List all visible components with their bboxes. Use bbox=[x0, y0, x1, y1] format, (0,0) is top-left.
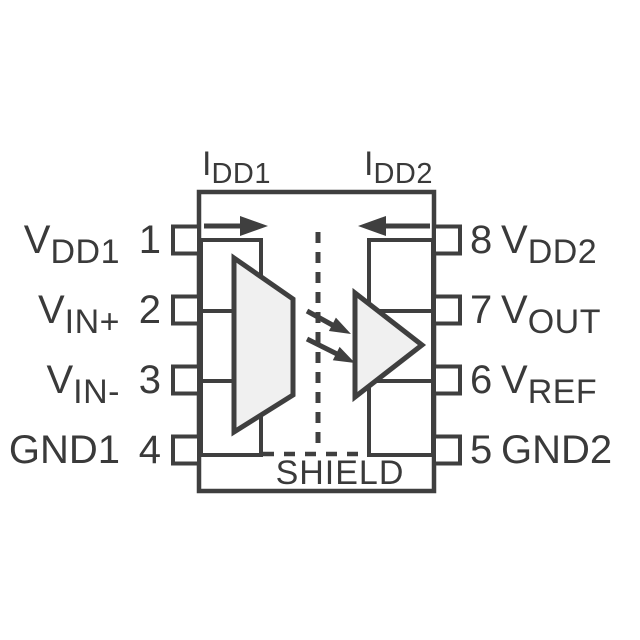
pin-1-box bbox=[171, 224, 201, 256]
pin-number-2: 2 bbox=[138, 288, 161, 332]
pin-row-gnd2: 5 GND2 bbox=[0, 425, 640, 475]
pin-name-main: V bbox=[501, 358, 528, 402]
pin-name-main: V bbox=[46, 358, 74, 402]
pin-4-box bbox=[171, 434, 201, 466]
pin-name-gnd1: GND1 bbox=[9, 425, 120, 477]
pin-5-box bbox=[432, 434, 462, 466]
pin-name-main: V bbox=[37, 288, 65, 332]
pin-name-vref: VREF bbox=[501, 355, 597, 411]
pin-row-vin-minus: VIN- 3 bbox=[0, 355, 640, 411]
pin-name-vin-plus: VIN+ bbox=[37, 285, 120, 341]
pin-row-vdd2: 8 VDD2 bbox=[0, 215, 640, 271]
pin-number-7: 7 bbox=[470, 288, 493, 332]
pin-name-main: GND1 bbox=[8, 428, 120, 472]
pin-row-vdd1: VDD1 1 bbox=[0, 215, 640, 271]
idd1-label-main: I bbox=[202, 145, 212, 183]
pin-row-vref: 6 VREF bbox=[0, 355, 640, 411]
led-signal-arrow-2-head bbox=[332, 346, 355, 363]
idd2-arrow-head bbox=[358, 216, 386, 236]
pin-name-vin-minus: VIN- bbox=[46, 355, 120, 411]
pin-8-box bbox=[432, 224, 462, 256]
pin-row-gnd1: GND1 4 bbox=[0, 425, 640, 475]
pin-number-1: 1 bbox=[138, 218, 161, 262]
pin-7-box bbox=[432, 294, 462, 326]
pin-name-gnd2: GND2 bbox=[501, 425, 612, 477]
idd1-arrow-head bbox=[240, 216, 268, 236]
pin-row-vout: 7 VOUT bbox=[0, 285, 640, 341]
led-signal-arrow-2-shaft bbox=[305, 336, 341, 358]
idd2-label: IDD2 bbox=[364, 141, 433, 190]
modulator-trapezoid bbox=[231, 253, 296, 437]
pin-name-main: V bbox=[501, 288, 528, 332]
pin-name-sub: OUT bbox=[527, 303, 601, 341]
idd2-label-main: I bbox=[364, 145, 374, 183]
pin-number-5: 5 bbox=[470, 428, 493, 472]
pin-name-sub: IN+ bbox=[64, 303, 120, 341]
pin-name-sub: DD2 bbox=[527, 233, 598, 271]
pin-number-3: 3 bbox=[138, 358, 161, 402]
pin-name-sub: IN- bbox=[73, 373, 120, 411]
led-signal-arrow-1-shaft bbox=[305, 308, 338, 330]
idd1-label-sub: DD1 bbox=[211, 158, 271, 190]
pin-name-main: V bbox=[23, 218, 51, 262]
pin-number-4: 4 bbox=[138, 428, 161, 472]
pin-name-main: GND2 bbox=[501, 428, 613, 472]
pin-name-main: V bbox=[501, 218, 528, 262]
input-pin-connector-lines bbox=[201, 309, 236, 383]
pin-name-sub: REF bbox=[527, 373, 598, 411]
amplifier-triangle bbox=[352, 287, 427, 403]
idd1-label: IDD1 bbox=[202, 141, 271, 190]
pin-number-8: 8 bbox=[470, 218, 493, 262]
pin-name-vdd2: VDD2 bbox=[501, 215, 597, 271]
shield-label: SHIELD bbox=[275, 454, 405, 492]
pin-6-box bbox=[432, 364, 462, 396]
pin-number-6: 6 bbox=[470, 358, 493, 402]
pin-name-sub: DD1 bbox=[50, 233, 120, 271]
pin-name-vdd1: VDD1 bbox=[23, 215, 120, 271]
pin-2-box bbox=[171, 294, 201, 326]
pin-name-vout: VOUT bbox=[501, 285, 601, 341]
idd2-label-sub: DD2 bbox=[373, 158, 433, 190]
pin-row-vin-plus: VIN+ 2 bbox=[0, 285, 640, 341]
pin-3-box bbox=[171, 364, 201, 396]
led-signal-arrow-1-head bbox=[328, 317, 351, 334]
